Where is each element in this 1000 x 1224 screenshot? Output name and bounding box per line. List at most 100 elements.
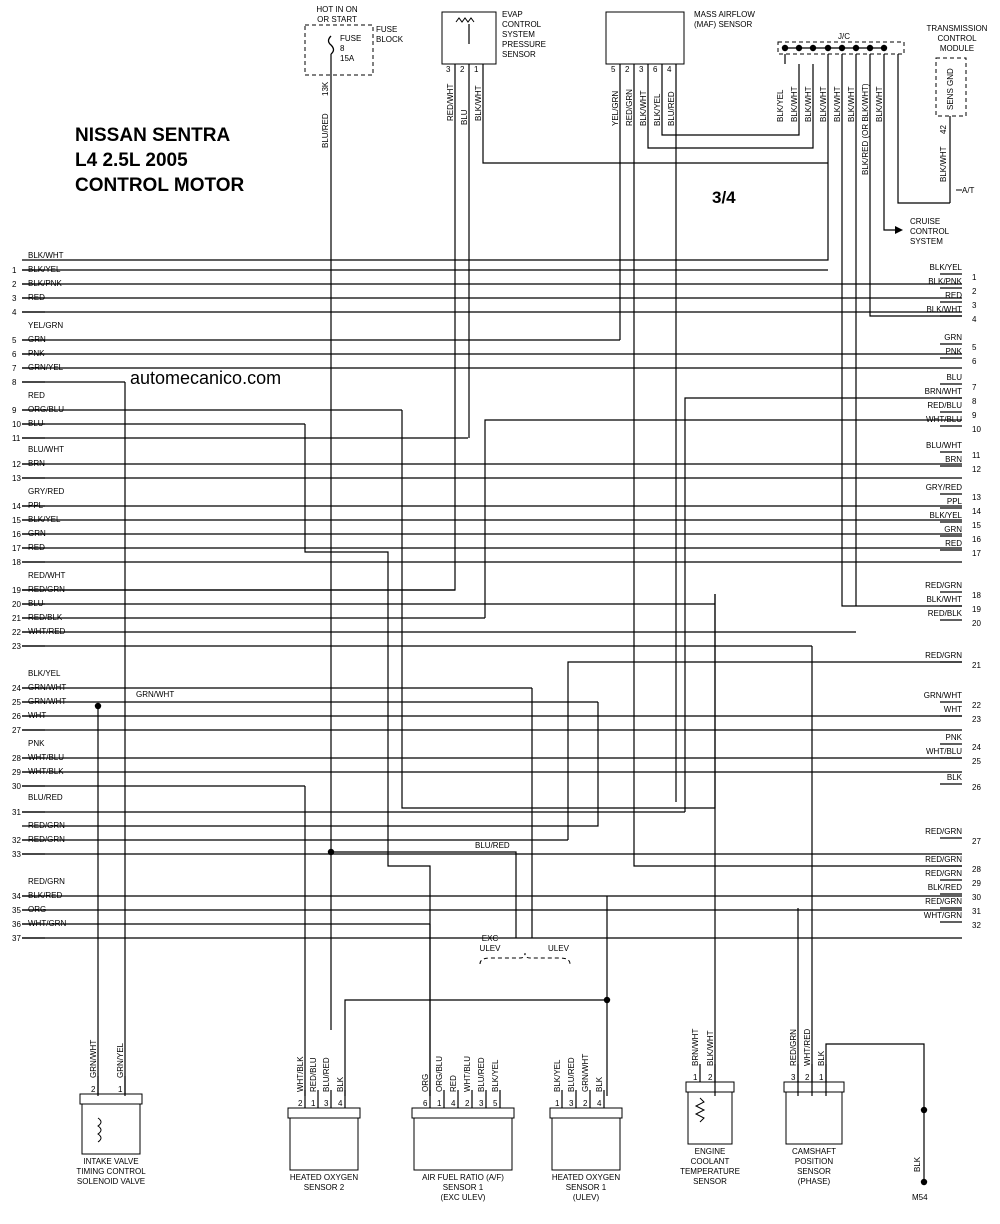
- evap-wire-3: [482, 64, 828, 164]
- ho2s1-pin-number: 3: [569, 1099, 574, 1108]
- cmp-pin-number: 1: [819, 1073, 824, 1082]
- right-wire-label: BLK/PNK: [928, 277, 962, 286]
- ivtc-component-box: [81, 1103, 141, 1155]
- right-pin-number: 22: [972, 701, 981, 710]
- right-pin-number: 18: [972, 591, 981, 600]
- ivtc-label: INTAKE VALVE: [83, 1157, 138, 1166]
- right-wire-label: RED: [945, 291, 962, 300]
- af-pin-number: 6: [423, 1099, 428, 1108]
- wire-blu-21: [484, 419, 962, 618]
- right-pin-number: 6: [972, 357, 977, 366]
- fuse-pin-label: 13K: [321, 81, 330, 96]
- fuse-block-label: BLOCK: [376, 35, 404, 44]
- cmp-label: SENSOR: [797, 1167, 831, 1176]
- fuse-hot-label: OR START: [317, 15, 357, 24]
- right-wire-label: GRN/WHT: [924, 691, 962, 700]
- jc-wire-tcm: [897, 54, 950, 204]
- right-pin-number: 23: [972, 715, 981, 724]
- cmp-label: (PHASE): [798, 1177, 831, 1186]
- right-pin-number: 13: [972, 493, 981, 502]
- right-wire-label: GRY/RED: [926, 483, 963, 492]
- wire-red-9: [401, 410, 716, 809]
- ho2s2-wire-label: WHT/BLK: [296, 1056, 305, 1092]
- maf-wire-label: YEL/GRN: [611, 91, 620, 126]
- af-pin-number: 5: [493, 1099, 498, 1108]
- jc-wire-label: BLK/WHT: [790, 86, 799, 122]
- left-pin-number: 8: [12, 378, 17, 387]
- left-pin-number: 37: [12, 934, 21, 943]
- ect-label: SENSOR: [693, 1177, 727, 1186]
- left-pin-number: 4: [12, 308, 17, 317]
- right-wire-label: BLK/WHT: [926, 595, 962, 604]
- left-pin-number: 12: [12, 460, 21, 469]
- jc-wire-cruise: [883, 54, 895, 231]
- right-wire-label: BLK/YEL: [930, 511, 963, 520]
- right-pin-number: 26: [972, 783, 981, 792]
- left-pin-number: 6: [12, 350, 17, 359]
- left-pin-number: 28: [12, 754, 21, 763]
- left-pin-number: 20: [12, 600, 21, 609]
- ect-wire-label: BRN/WHT: [691, 1029, 700, 1066]
- ho2s1-pin-number: 2: [583, 1099, 588, 1108]
- tcm-label: TRANSMISSION: [927, 24, 988, 33]
- left-pin-number: 35: [12, 906, 21, 915]
- ho2s1-wire-label: BLK/YEL: [553, 1059, 562, 1092]
- ect-label: ENGINE: [695, 1147, 726, 1156]
- ho2s1-wire-label: BLU/RED: [567, 1057, 576, 1092]
- option-brace: [479, 952, 571, 965]
- left-pin-number: 27: [12, 726, 21, 735]
- left-pin-number: 30: [12, 782, 21, 791]
- ho2s1-connector: [549, 1107, 623, 1119]
- maf-wire-label: RED/GRN: [625, 89, 634, 126]
- ho2s2-pin-number: 3: [324, 1099, 329, 1108]
- jc-wire-label: BLK/WHT: [819, 86, 828, 122]
- right-wire-label: RED/GRN: [925, 827, 962, 836]
- jc-wire-blkwht: [22, 54, 829, 261]
- jc-outline: [777, 41, 905, 55]
- jc-wire-label: BLK/WHT: [833, 86, 842, 122]
- tcm-label: MODULE: [940, 44, 974, 53]
- cmp-wire-label: BLK: [817, 1050, 826, 1066]
- left-wire-label: BLU/WHT: [28, 445, 64, 454]
- left-pin-number: 29: [12, 768, 21, 777]
- left-pin-number: 33: [12, 850, 21, 859]
- maf-wire-label: BLU/RED: [667, 91, 676, 126]
- wire-orgblu: [304, 424, 431, 1096]
- wire-blured-branch: [331, 851, 517, 938]
- ho2s2-label: SENSOR 2: [304, 1183, 345, 1192]
- ho2s1-label: SENSOR 1: [566, 1183, 607, 1192]
- evap-wire-1: [22, 64, 456, 591]
- af-pin-number: 1: [437, 1099, 442, 1108]
- af-wire-label: WHT/BLU: [463, 1056, 472, 1092]
- left-pin-number: 3: [12, 294, 17, 303]
- right-wire-label: RED/BLK: [928, 609, 963, 618]
- ho2s1-pin-number: 4: [597, 1099, 602, 1108]
- left-pin-number: 11: [12, 434, 21, 443]
- right-pin-number: 30: [972, 893, 981, 902]
- left-pin-number: 36: [12, 920, 21, 929]
- left-pin-number: 2: [12, 280, 17, 289]
- right-pin-number: 24: [972, 743, 981, 752]
- right-pin-number: 31: [972, 907, 981, 916]
- right-pin-number: 1: [972, 273, 977, 282]
- ulev-label: ULEV: [548, 944, 570, 953]
- right-wire-label: WHT/BLU: [926, 747, 962, 756]
- ect-wire-label: BLK/WHT: [706, 1030, 715, 1066]
- af-pin-number: 3: [479, 1099, 484, 1108]
- cmp-wire-label: RED/GRN: [789, 1029, 798, 1066]
- left-pin-number: 17: [12, 544, 21, 553]
- maf-pin-number: 3: [639, 65, 644, 74]
- thermistor-icon: [694, 1097, 706, 1123]
- maf-wire-label: BLK/WHT: [639, 90, 648, 126]
- tcm-outline: [935, 57, 967, 117]
- ho2s1-pin-number: 1: [555, 1099, 560, 1108]
- af-pin-number: 2: [465, 1099, 470, 1108]
- right-pin-number: 4: [972, 315, 977, 324]
- left-wire-label: YEL/GRN: [28, 321, 63, 330]
- maf-wire-6: [661, 64, 800, 136]
- jc-wire-label: BLK/YEL: [776, 89, 785, 122]
- maf-wire-3: [647, 64, 814, 149]
- wire-blk-ho2s2: [344, 999, 607, 1096]
- jc-wire-right4: [869, 54, 962, 317]
- tcm-pin-label: 42: [939, 125, 948, 134]
